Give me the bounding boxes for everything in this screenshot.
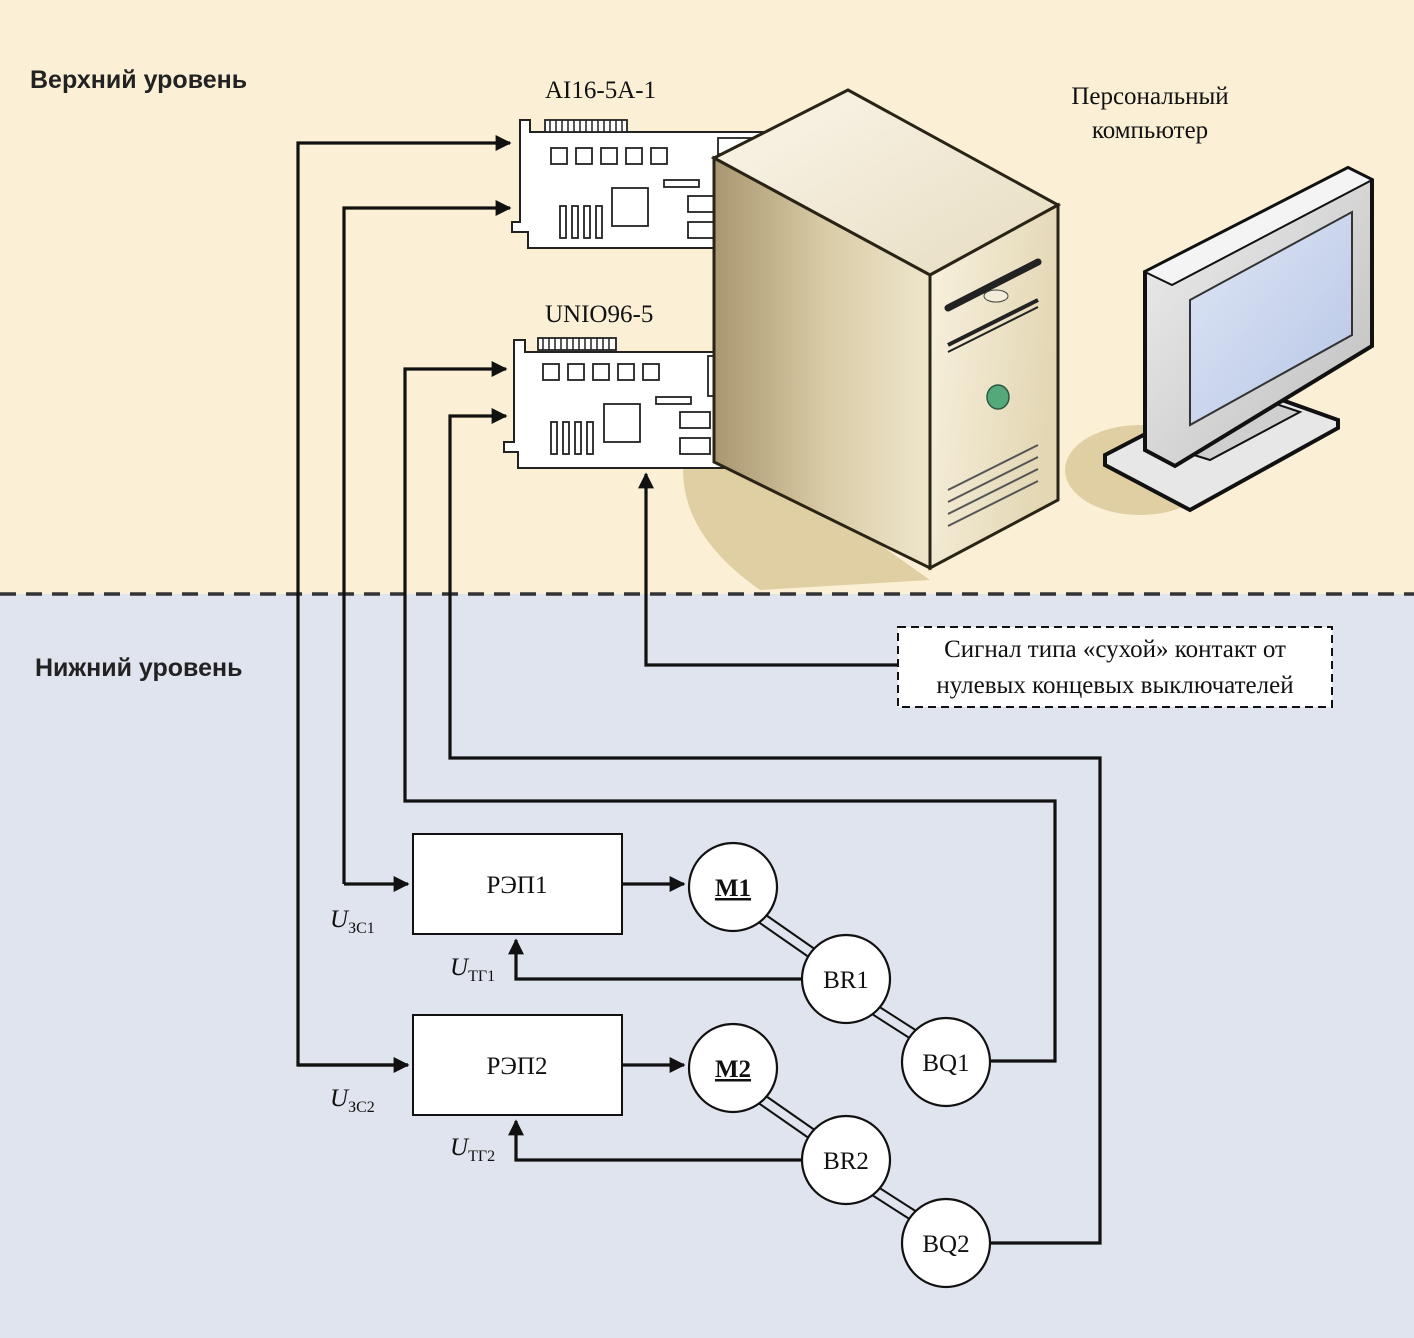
tachogenerator-1 xyxy=(800,933,892,1025)
signal-box-line2: нулевых концевых выключателей xyxy=(936,672,1293,699)
lower-level-title: Нижний уровень xyxy=(35,654,242,682)
u-fb-2-label: UТГ2 xyxy=(450,1134,495,1165)
encoder-1-label: BQ1 xyxy=(922,1050,969,1077)
dry-contact-signal-box: Сигнал типа «сухой» контакт от нулевых к… xyxy=(897,626,1333,708)
wire-ai16-in2 xyxy=(342,200,512,884)
drive-2: РЭП2 M2 BR2 BQ2 UЗС2 UТГ2 xyxy=(330,1014,992,1289)
drive-1: РЭП1 M1 BR1 BQ1 UЗС1 UТГ1 xyxy=(330,833,992,1108)
u-set-2-label: UЗС2 xyxy=(330,1085,375,1116)
tachogenerator-2 xyxy=(800,1114,892,1206)
wire-unio-in2 xyxy=(448,408,1102,1245)
lower-level-area xyxy=(0,594,1414,1338)
wire-unio-in1 xyxy=(403,361,1057,1063)
drive-2-label: РЭП2 xyxy=(487,1053,548,1080)
pc-label-line2: компьютер xyxy=(1092,117,1208,144)
pc-monitor xyxy=(1103,165,1375,513)
tachogenerator-1-label: BR1 xyxy=(823,967,869,994)
motor-2 xyxy=(687,1022,779,1114)
u-fb-1-label: UТГ1 xyxy=(450,954,495,985)
encoder-1 xyxy=(900,1016,992,1108)
pc-tower xyxy=(710,88,1062,571)
motor-1 xyxy=(687,841,779,933)
u-set-1-label: UЗС1 xyxy=(330,906,375,937)
upper-level-title: Верхний уровень xyxy=(30,66,247,94)
motor-1-label: M1 xyxy=(715,875,751,902)
encoder-2 xyxy=(900,1197,992,1289)
wires xyxy=(296,135,1102,1245)
unio-board xyxy=(503,337,746,469)
motor-2-label: M2 xyxy=(715,1056,751,1083)
unio-board-label: UNIO96-5 xyxy=(545,301,653,328)
pc-label-line1: Персональный xyxy=(1071,83,1228,110)
encoder-2-label: BQ2 xyxy=(922,1231,969,1258)
signal-box-line1: Сигнал типа «сухой» контакт от xyxy=(944,636,1286,663)
drive-2-box xyxy=(412,1014,623,1116)
tachogenerator-2-label: BR2 xyxy=(823,1148,869,1175)
drive-1-box xyxy=(412,833,623,935)
wire-dry-contact xyxy=(638,472,898,667)
drive-1-label: РЭП1 xyxy=(487,872,548,899)
ai16-board-label: AI16-5A-1 xyxy=(545,77,656,104)
